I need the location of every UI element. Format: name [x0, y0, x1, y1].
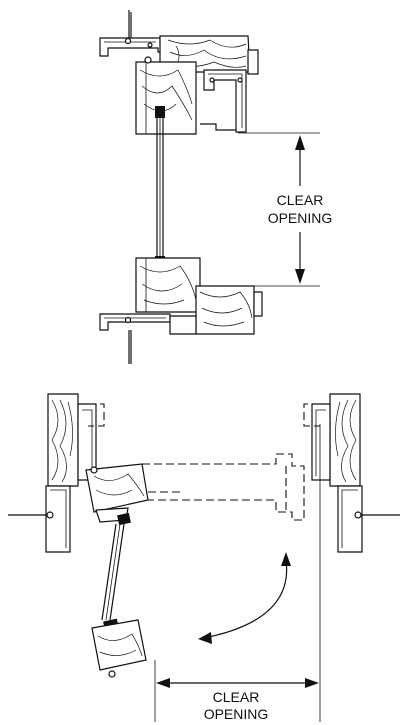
bottom-clear-opening-label-1: CLEAR: [213, 689, 260, 705]
top-clear-opening-label-1: CLEAR: [277, 192, 324, 208]
top-clear-opening-label-2: OPENING: [268, 210, 333, 226]
bottom-clear-opening-label-2: OPENING: [204, 706, 269, 722]
plan-section-view: CLEAR OPENING: [8, 393, 400, 722]
vertical-section-view: CLEAR OPENING: [99, 10, 333, 364]
